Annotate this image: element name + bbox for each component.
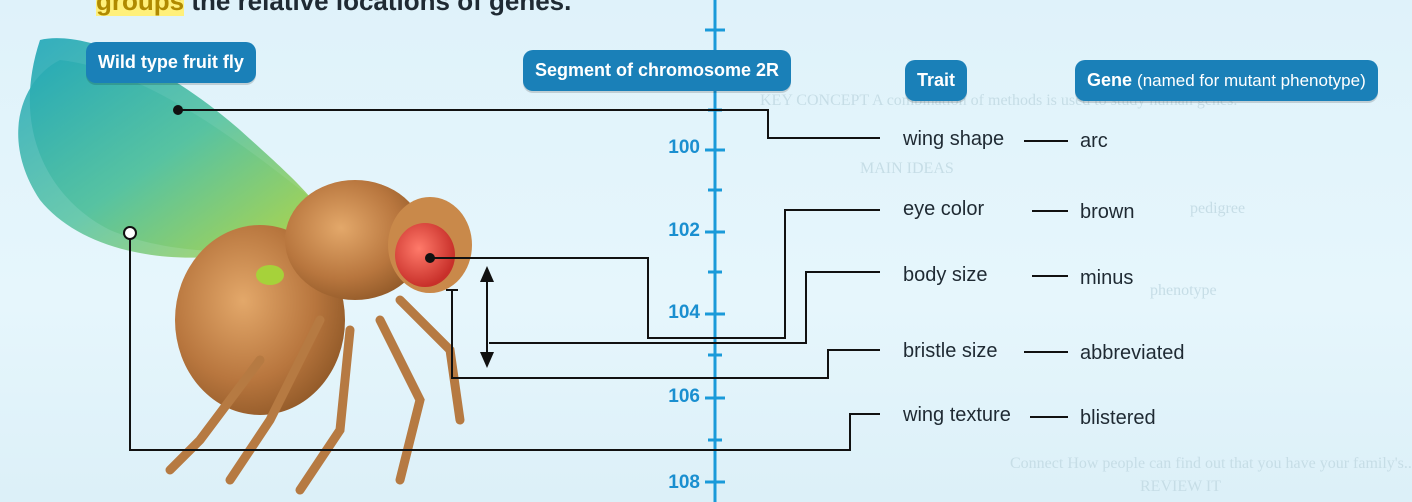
gene-brown: brown	[1080, 201, 1134, 224]
tick-label-106: 106	[660, 386, 700, 408]
fly-haltere	[256, 265, 284, 285]
wing-shape-dot	[173, 105, 183, 115]
tick-label-108: 108	[660, 472, 700, 494]
chromosome-label-box: Segment of chromosome 2R	[523, 50, 791, 91]
eye-color-dot	[425, 253, 435, 263]
fly-label: Wild type fruit fly	[98, 52, 244, 72]
trait-wing-shape: wing shape	[903, 128, 1004, 151]
gene-blistered: blistered	[1080, 407, 1156, 430]
gene-label-box: Gene (named for mutant phenotype)	[1075, 60, 1378, 101]
trait-eye-color: eye color	[903, 198, 984, 221]
trait-body-size: body size	[903, 264, 988, 287]
trait-header: Trait	[917, 70, 955, 90]
tick-label-104: 104	[660, 302, 700, 324]
gene-abbreviated: abbreviated	[1080, 342, 1185, 365]
gene-arc: arc	[1080, 130, 1108, 153]
trait-label-box: Trait	[905, 60, 967, 101]
tick-label-102: 102	[660, 220, 700, 242]
connector-wing-shape	[178, 110, 880, 138]
fly-label-box: Wild type fruit fly	[86, 42, 256, 83]
chromosome-label: Segment of chromosome 2R	[535, 60, 779, 80]
trait-bristle-size: bristle size	[903, 340, 997, 363]
trait-wing-texture: wing texture	[903, 404, 1011, 427]
tick-label-100: 100	[660, 137, 700, 159]
connector-eye-color	[430, 210, 880, 338]
gene-minus: minus	[1080, 267, 1133, 290]
wing-texture-dot	[124, 227, 136, 239]
gene-header: Gene	[1087, 70, 1132, 90]
trait-gene-dashes	[1024, 141, 1068, 417]
fruit-fly-image	[18, 38, 472, 490]
fly-eye	[395, 223, 455, 287]
gene-header-note: (named for mutant phenotype)	[1137, 71, 1366, 90]
